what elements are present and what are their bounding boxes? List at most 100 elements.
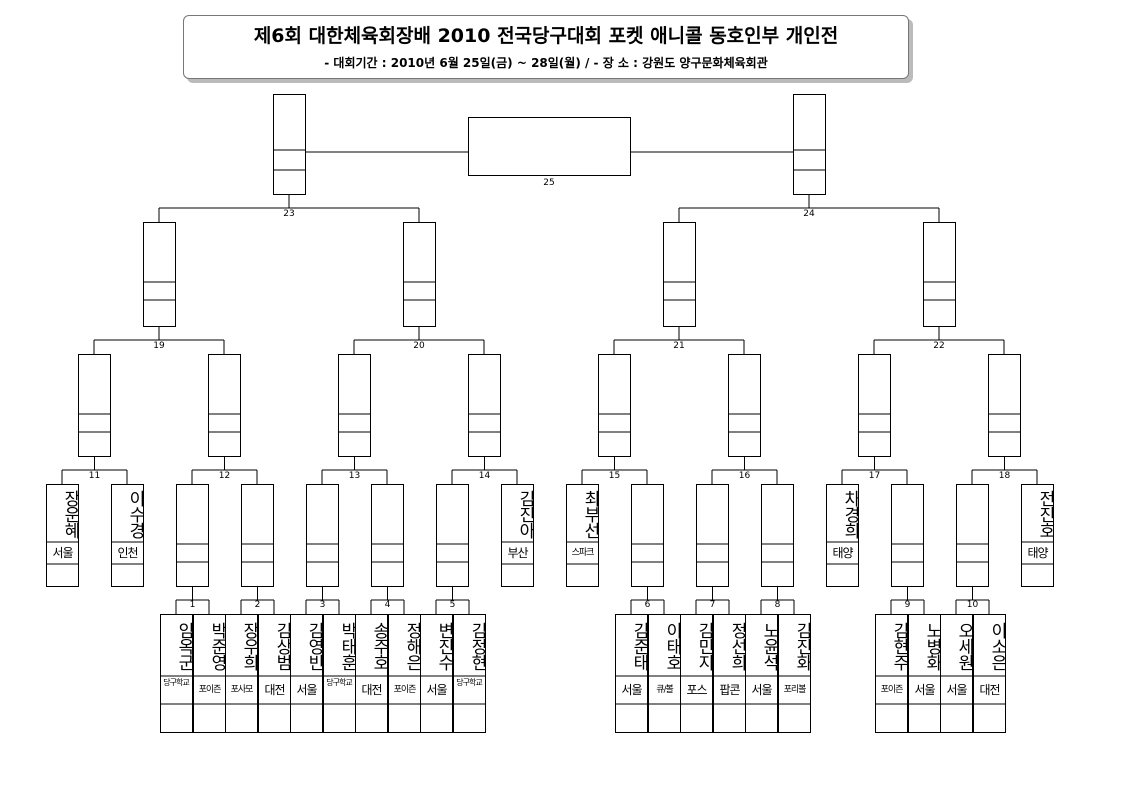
player-name: 김민지 [694,622,713,670]
player-box [566,484,599,587]
match-number: 5 [449,600,456,610]
score-box [728,354,761,457]
player-name: 장운혜 [60,490,79,538]
player-team: 팝콘 [719,683,740,697]
player-name: 이소은 [987,622,1006,670]
player-box [46,484,79,587]
match-number: 7 [709,600,716,610]
player-team: 서울 [751,683,772,697]
match-number: 22 [933,341,945,351]
player-box [745,614,778,733]
match-number: 19 [153,341,165,351]
player-box [420,614,453,733]
player-name: 김진화 [792,622,811,670]
score-box [436,484,469,587]
player-team: 포스 [686,683,707,697]
match-number: 11 [88,471,101,481]
score-box [208,354,241,457]
player-name: 박태훈 [337,622,356,670]
player-team: 서울 [946,683,967,697]
score-box [403,222,436,327]
player-box [355,614,388,733]
player-name: 오세원 [954,622,973,670]
player-name: 김현주 [889,622,908,670]
match-number: 4 [384,600,391,610]
match-number: 15 [608,471,621,481]
player-team: 포리볼 [783,685,807,695]
player-team: 태양 [832,546,853,560]
player-box [778,614,811,733]
player-name: 변진수 [434,622,453,670]
match-number: 10 [966,600,979,610]
player-team: 부산 [507,546,528,560]
player-box [680,614,713,733]
player-name: 김상범 [272,622,291,670]
score-box [598,354,631,457]
match-number: 17 [868,471,881,481]
player-name: 김진아 [515,490,534,538]
player-team: 스파크 [571,548,595,558]
player-name: 김영빈 [304,622,323,670]
player-team: 포이즌 [880,685,904,695]
match-number: 14 [478,471,491,481]
player-box [160,614,193,733]
final-box [468,117,631,176]
score-box [371,484,404,587]
match-number: 25 [543,178,555,188]
player-team: 서울 [621,683,642,697]
match-number: 12 [218,471,231,481]
score-box [143,222,176,327]
score-box [891,484,924,587]
player-team: 서울 [52,546,73,560]
player-name: 김준태 [629,622,648,670]
match-number: 3 [319,600,326,610]
score-box [956,484,989,587]
score-box [468,354,501,457]
player-box [875,614,908,733]
player-name: 송주호 [369,622,388,670]
player-name: 이태호 [662,622,681,670]
player-team: 대전 [979,683,1000,697]
player-box [940,614,973,733]
player-name: 김정현 [467,622,486,670]
player-team: 대전 [361,683,382,697]
score-box [176,484,209,587]
player-team: 포이즌 [198,685,222,695]
score-box [631,484,664,587]
score-box [78,354,111,457]
player-team: 포사모 [230,685,254,695]
player-team: 서울 [296,683,317,697]
player-name: 전진호 [1035,490,1054,538]
score-box [306,484,339,587]
player-box [225,614,258,733]
score-box [858,354,891,457]
match-number: 2 [254,600,261,610]
player-name: 이수경 [125,490,144,538]
player-team: 당구학교 [163,678,189,687]
player-name: 노윤석 [759,622,778,670]
page-subtitle: - 대회기간 : 2010년 6월 25일(금) ~ 28일(월) / - 장 … [324,56,768,70]
score-box [273,94,306,195]
score-box [761,484,794,587]
score-box [923,222,956,327]
player-name: 장우희 [239,622,258,670]
match-number: 20 [413,341,425,351]
score-box [663,222,696,327]
score-box [793,94,826,195]
player-team: 태양 [1027,546,1048,560]
player-team: 당구학교 [326,678,352,687]
player-team: 대전 [264,683,285,697]
player-team: 큐/볼 [656,685,674,695]
player-team: 서울 [914,683,935,697]
match-number: 13 [348,471,361,481]
score-box [988,354,1021,457]
match-number: 9 [904,600,911,610]
score-box [338,354,371,457]
player-name: 노병화 [922,622,941,670]
player-box [111,484,144,587]
match-number: 23 [283,209,295,219]
player-name: 임옥군 [174,622,193,670]
player-box [826,484,859,587]
player-team: 서울 [426,683,447,697]
